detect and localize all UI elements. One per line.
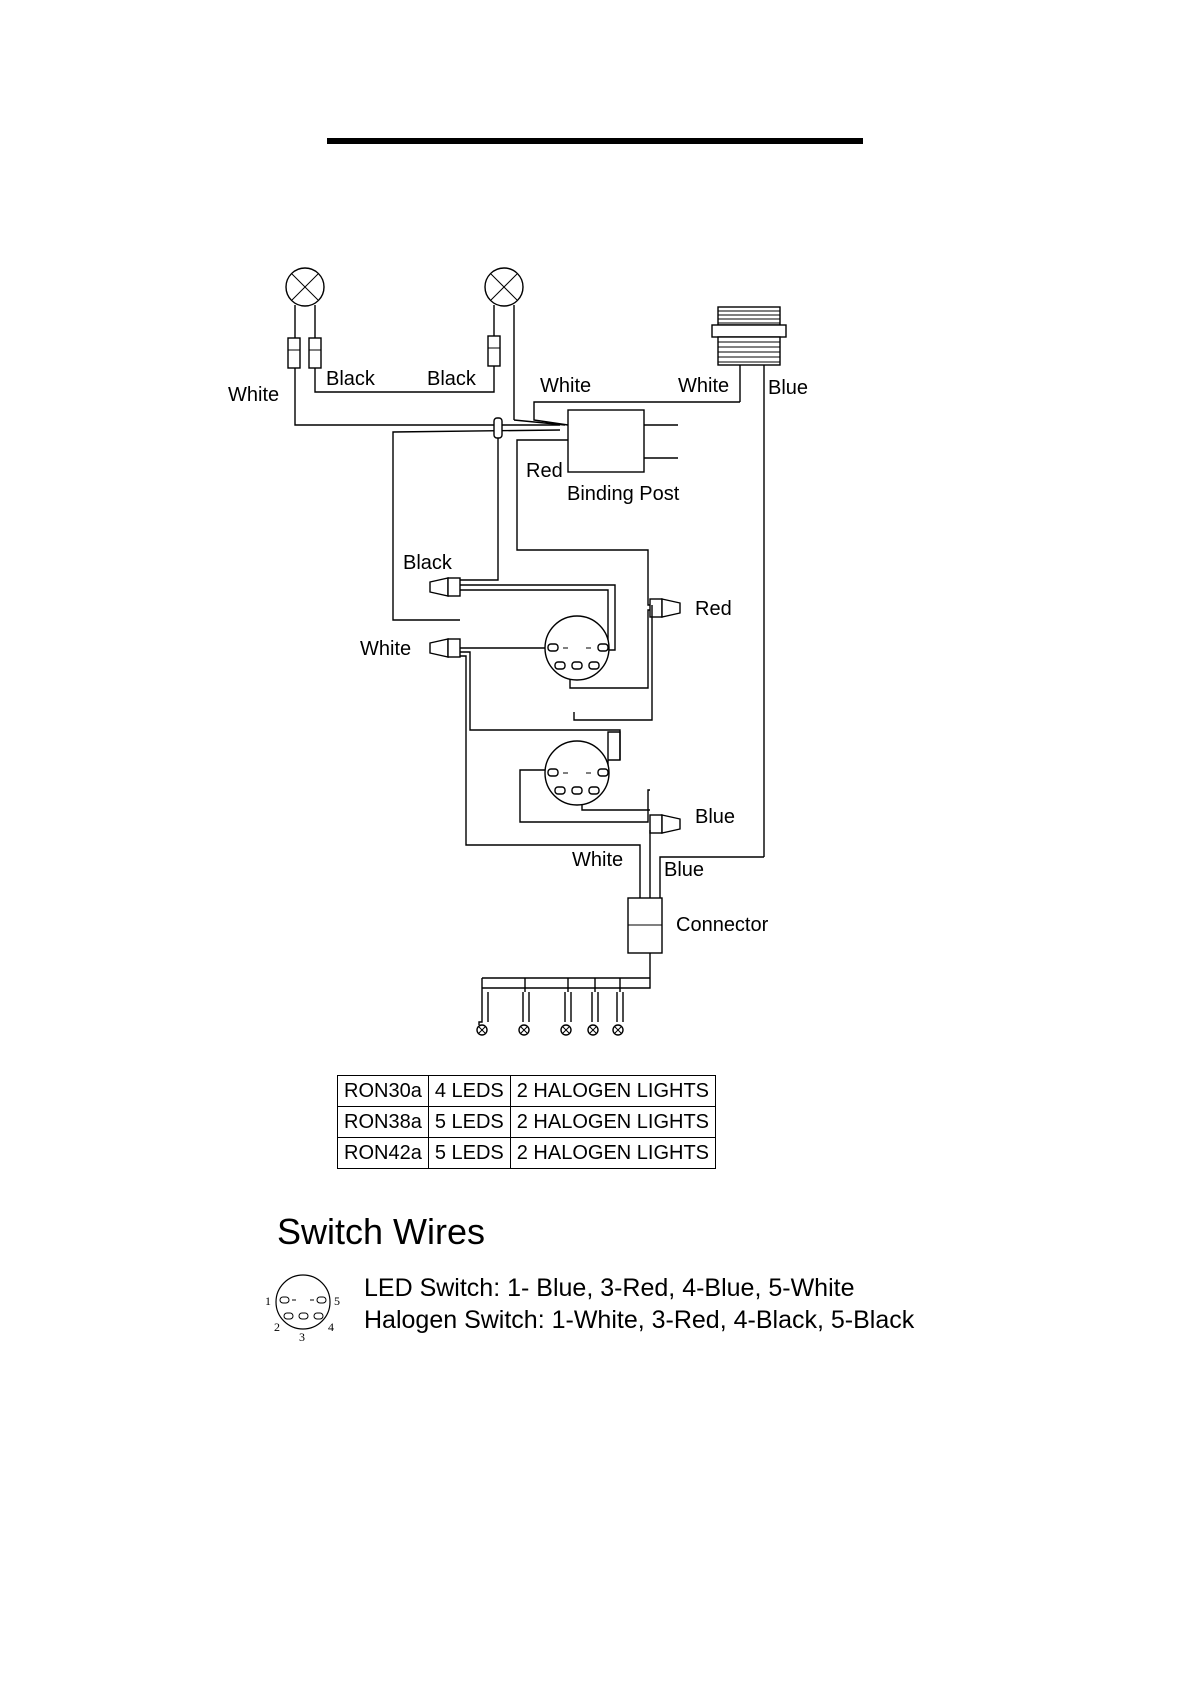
table-cell-halogen: 2 HALOGEN LIGHTS <box>509 1075 717 1107</box>
model-table: RON30a 4 LEDS 2 HALOGEN LIGHTS RON38a 5 … <box>337 1075 717 1169</box>
label-white-bottom: White <box>572 849 623 871</box>
table-cell-leds: 5 LEDS <box>427 1137 511 1169</box>
halogen-switch-legend: Halogen Switch: 1-White, 3-Red, 4-Black,… <box>364 1306 915 1334</box>
lamp-plug-left-a-icon <box>287 337 301 369</box>
label-black-left: Black <box>326 368 376 390</box>
binding-post-icon <box>567 409 678 473</box>
halogen-lamp-left-icon <box>285 267 325 338</box>
label-connector: Connector <box>676 914 769 936</box>
lamp-plug-left-b-icon <box>308 337 322 369</box>
table-cell-model: RON42a <box>337 1137 429 1169</box>
halogen-lamp-right-icon <box>484 267 524 420</box>
bullet-connector-black-icon <box>429 577 461 597</box>
label-blue-switch: Blue <box>695 806 735 828</box>
table-row: RON42a 5 LEDS 2 HALOGEN LIGHTS <box>337 1137 717 1169</box>
table-cell-model: RON30a <box>337 1075 429 1107</box>
label-blue-bottom: Blue <box>664 859 704 881</box>
label-white-top-right: White <box>678 375 729 397</box>
led-bulb-3-icon <box>560 1024 572 1036</box>
label-binding-post: Binding Post <box>567 483 680 505</box>
pin-label-3: 3 <box>299 1330 305 1344</box>
title-rule <box>327 138 863 144</box>
led-bulb-4-icon <box>587 1024 599 1036</box>
pin-label-5: 5 <box>334 1294 340 1308</box>
led-fixture-icon <box>711 306 787 857</box>
label-black-switch: Black <box>403 552 453 574</box>
pin-label-4: 4 <box>328 1320 334 1334</box>
led-switch-legend: LED Switch: 1- Blue, 3-Red, 4-Blue, 5-Wh… <box>364 1274 855 1302</box>
bullet-connector-blue-icon <box>649 814 681 834</box>
lamp-plug-right-icon <box>487 335 501 367</box>
label-blue-top-right: Blue <box>768 377 808 399</box>
led-bulb-5-icon <box>612 1024 624 1036</box>
led-string-wires <box>478 977 650 1025</box>
label-white-mid: White <box>540 375 591 397</box>
table-cell-model: RON38a <box>337 1106 429 1138</box>
connector-block-icon <box>482 897 663 989</box>
bullet-connector-red-icon <box>649 598 681 618</box>
table-cell-leds: 5 LEDS <box>427 1106 511 1138</box>
label-red-switch: Red <box>695 598 732 620</box>
table-cell-halogen: 2 HALOGEN LIGHTS <box>509 1106 717 1138</box>
led-bulb-2-icon <box>518 1024 530 1036</box>
label-black-right: Black <box>427 368 477 390</box>
pin-label-1: 1 <box>265 1294 271 1308</box>
label-white-switch: White <box>360 638 411 660</box>
table-cell-leds: 4 LEDS <box>427 1075 511 1107</box>
bullet-connector-white-icon <box>429 638 461 658</box>
led-bulb-1-icon <box>476 1024 488 1036</box>
pin-label-2: 2 <box>274 1320 280 1334</box>
table-row: RON30a 4 LEDS 2 HALOGEN LIGHTS <box>337 1075 717 1107</box>
switch-wires-title: Switch Wires <box>277 1211 486 1252</box>
led-switch-icon <box>544 740 610 806</box>
label-white-left: White <box>228 384 279 406</box>
table-cell-halogen: 2 HALOGEN LIGHTS <box>509 1137 717 1169</box>
switch-pinout-icon: 1 2 3 4 5 <box>265 1274 340 1344</box>
table-row: RON38a 5 LEDS 2 HALOGEN LIGHTS <box>337 1106 717 1138</box>
label-red-post: Red <box>526 460 563 482</box>
halogen-switch-icon <box>544 615 610 681</box>
